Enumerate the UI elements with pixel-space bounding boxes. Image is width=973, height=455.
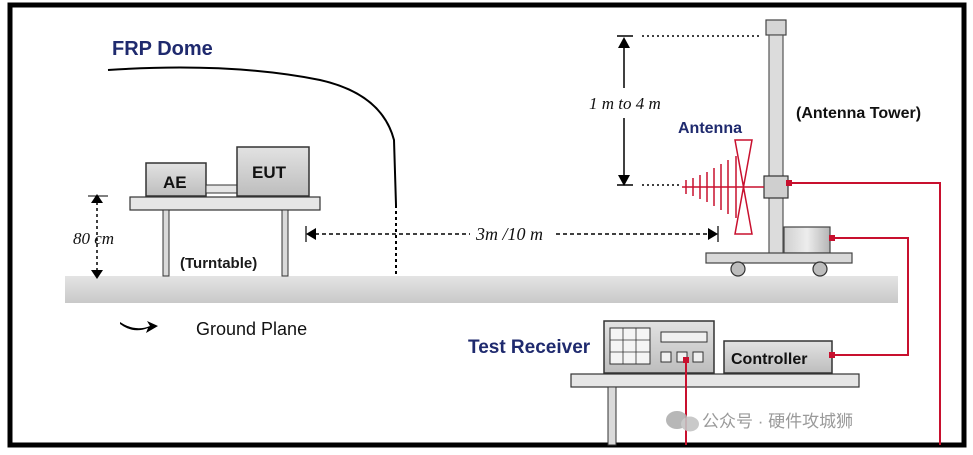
watermark-text: 公众号 · 硬件攻城狮 <box>702 412 853 431</box>
controller-box <box>723 340 833 374</box>
turntable-table <box>129 196 321 277</box>
ground-plane-label: Ground Plane <box>196 319 307 339</box>
ae-box <box>145 162 207 197</box>
eut-label: EUT <box>252 163 287 182</box>
height-range-label: 1 m to 4 m <box>589 94 661 113</box>
controller-label: Controller <box>731 351 807 368</box>
height-80cm-label: 80 cm <box>73 229 114 248</box>
antenna <box>682 139 764 235</box>
frp-dome <box>107 66 397 276</box>
ground-plane-surface <box>65 276 898 303</box>
eut-box <box>236 146 310 197</box>
test-receiver-label: Test Receiver <box>468 337 591 358</box>
ground-plane-arrow <box>120 321 158 333</box>
height-80cm-dimension <box>88 194 108 279</box>
frp-dome-label: FRP Dome <box>112 38 213 60</box>
turntable-label: (Turntable) <box>180 255 257 272</box>
ae-label: AE <box>163 173 187 192</box>
watermark-icon <box>666 411 699 432</box>
antenna-tower-label: (Antenna Tower) <box>796 105 921 122</box>
distance-label: 3m /10 m <box>475 224 543 244</box>
test-receiver <box>603 320 715 374</box>
distance-dimension <box>305 226 719 242</box>
receiver-table <box>570 373 860 446</box>
signal-cables <box>685 182 941 445</box>
height-range-dimension <box>617 35 762 186</box>
outer-frame <box>7 2 967 448</box>
ae-eut-cable <box>205 184 239 194</box>
cable-connectors <box>683 180 835 363</box>
antenna-label: Antenna <box>678 120 742 137</box>
